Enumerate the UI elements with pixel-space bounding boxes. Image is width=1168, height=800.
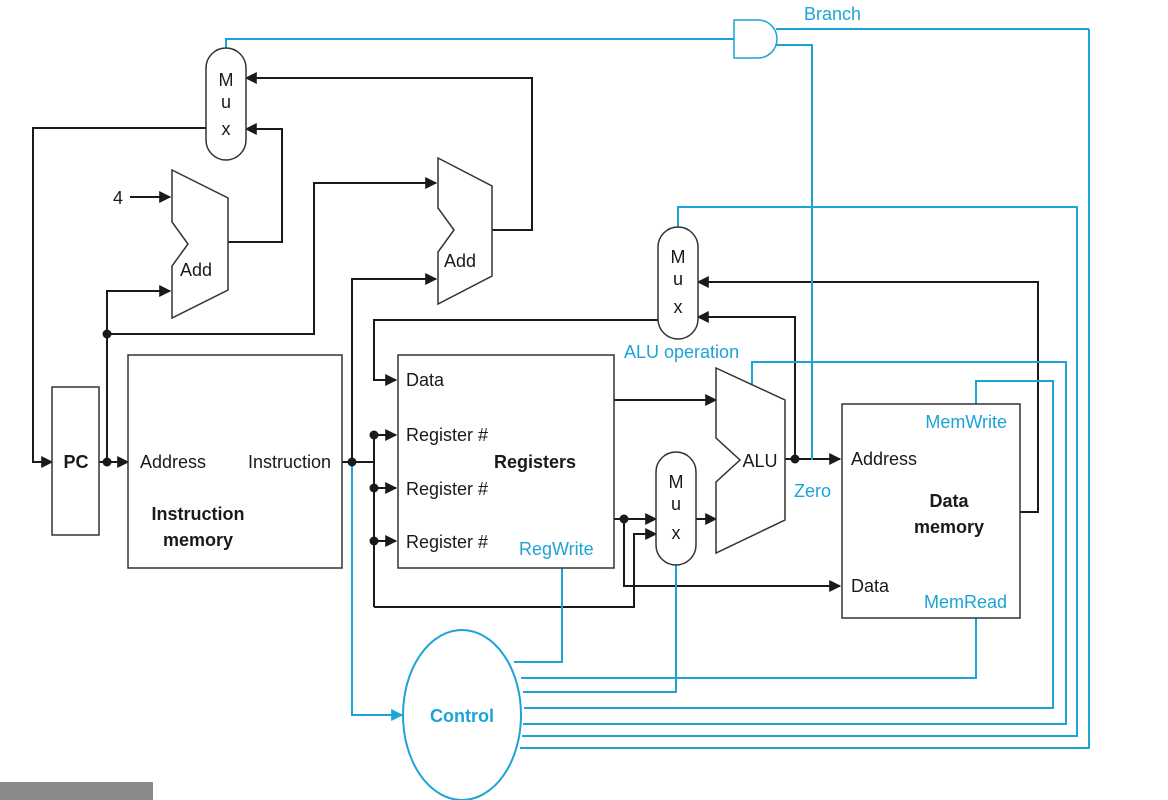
branch-and-gate [733, 19, 778, 59]
instruction-memory [127, 354, 343, 569]
wire-memread [521, 617, 977, 679]
program-counter-label: PC [63, 452, 88, 472]
program-counter [51, 386, 100, 536]
adder-pc-plus-four [171, 168, 229, 320]
junction-readdata2 [619, 514, 629, 524]
reg-read-register-2-port: Register # [406, 479, 488, 499]
data-memory-title: Data [929, 491, 969, 511]
dmem-write-data-port: Data [851, 576, 890, 596]
wire-memwrite [524, 380, 1054, 709]
register-file-title: Registers [494, 452, 576, 472]
imem-instruction-port: Instruction [248, 452, 331, 472]
wire-pc-to-branch-adder [107, 177, 438, 335]
wire-branch-sel [225, 38, 734, 48]
reg-write-data-port: Data [406, 370, 445, 390]
alu-label: ALU [742, 451, 777, 471]
wire-wb-to-regdata [373, 319, 658, 386]
wire-branch-to-mux [244, 72, 533, 231]
imem-address-port: Address [140, 452, 206, 472]
junction-alu-result [790, 454, 800, 464]
wire-memtoreg [522, 206, 1078, 737]
junction-instruction [347, 457, 357, 467]
junction-pc-out [102, 457, 112, 467]
zero-label: Zero [794, 481, 831, 501]
mux-alu-source-label: M [669, 472, 684, 492]
control-unit [402, 629, 522, 800]
wire-rd2-to-dmem [623, 519, 842, 592]
memread-label: MemRead [924, 592, 1007, 612]
mux-pc-select-label: M [219, 70, 234, 90]
wire-zero [776, 44, 813, 460]
mux-alu-source [655, 451, 697, 566]
mux-alu-source-label: x [672, 523, 681, 543]
wire-aluop [523, 361, 1067, 725]
junction-writereg [369, 536, 379, 546]
corner-bar [0, 782, 153, 800]
mux-pc-select-label: u [221, 92, 231, 112]
wire-nextpc-to-pc [32, 127, 206, 468]
register-file [397, 354, 615, 569]
datapath-wires [32, 72, 1039, 608]
memwrite-label: MemWrite [925, 412, 1007, 432]
reg-read-register-1-port: Register # [406, 425, 488, 445]
junction-readreg2 [369, 483, 379, 493]
junction-pc-branch [102, 329, 112, 339]
adder-pc-plus-four-label: Add [180, 260, 212, 280]
wire-inst-to-branch-adder [351, 273, 438, 462]
control-unit-label: Control [430, 706, 494, 726]
adder-branch-target [437, 156, 493, 306]
adder-branch-target-label: Add [444, 251, 476, 271]
mux-alu-source-label: u [671, 494, 681, 514]
alu-operation-label: ALU operation [624, 342, 739, 362]
data-memory [841, 403, 1021, 619]
mux-writeback-label: u [673, 269, 683, 289]
junction-dots [102, 329, 800, 546]
regwrite-label: RegWrite [519, 539, 594, 559]
dmem-address-port: Address [851, 449, 917, 469]
wire-alusrc [523, 565, 677, 693]
wire-alu-to-wbmux [696, 311, 796, 459]
wire-regwrite [514, 568, 563, 663]
branch-label: Branch [804, 4, 861, 24]
wire-dmem-to-wbmux [696, 276, 1039, 513]
wire-inst-to-control [351, 462, 404, 721]
mux-writeback-label: x [674, 297, 683, 317]
control-wires [225, 28, 1090, 749]
mux-writeback [657, 226, 699, 340]
alu [715, 366, 786, 555]
junction-readreg1 [369, 430, 379, 440]
instruction-memory-title: Instruction [152, 504, 245, 524]
wire-branch-signal [520, 29, 1090, 749]
data-memory-title: memory [914, 517, 984, 537]
reg-write-register-port: Register # [406, 532, 488, 552]
wire-inst-to-mux [374, 528, 658, 608]
wire-pc-branch [106, 285, 172, 462]
mux-pc-select [205, 47, 247, 161]
wire-pc4-to-mux [228, 123, 283, 243]
instruction-memory-title: memory [163, 530, 233, 550]
mux-writeback-label: M [671, 247, 686, 267]
constant-four: 4 [113, 188, 123, 208]
mux-pc-select-label: x [222, 119, 231, 139]
